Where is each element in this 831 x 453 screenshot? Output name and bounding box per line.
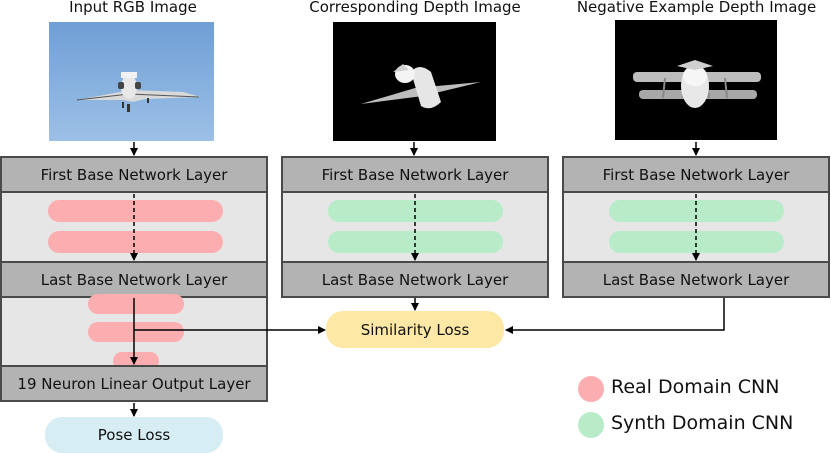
pose-loss: Pose Loss bbox=[45, 417, 223, 453]
legend-synth-label: Synth Domain CNN bbox=[611, 412, 794, 434]
title-corresponding-depth: Corresponding Depth Image bbox=[309, 0, 521, 16]
col1-last-layer: Last Base Network Layer bbox=[0, 261, 268, 298]
negative-depth-image bbox=[615, 20, 777, 140]
col2-synth-block-2 bbox=[328, 231, 503, 253]
col3-synth-block-2 bbox=[609, 231, 784, 253]
rgb-airplane-image bbox=[49, 22, 214, 141]
output-layer: 19 Neuron Linear Output Layer bbox=[0, 365, 268, 402]
col1-head-block-1 bbox=[88, 294, 184, 314]
col2-first-layer: First Base Network Layer bbox=[281, 156, 549, 193]
col1-first-layer: First Base Network Layer bbox=[0, 156, 268, 193]
col2-last-layer: Last Base Network Layer bbox=[281, 261, 549, 298]
legend-real-label: Real Domain CNN bbox=[611, 376, 780, 398]
col3-first-layer: First Base Network Layer bbox=[562, 156, 830, 193]
title-negative-depth: Negative Example Depth Image bbox=[576, 0, 817, 16]
title-input-rgb: Input RGB Image bbox=[69, 0, 197, 16]
similarity-loss: Similarity Loss bbox=[326, 311, 504, 348]
corresponding-depth-image bbox=[333, 22, 496, 141]
col1-real-block-1 bbox=[48, 200, 223, 222]
col1-head-block-2 bbox=[88, 322, 184, 342]
legend-real-swatch bbox=[578, 376, 604, 402]
col1-real-block-2 bbox=[48, 231, 223, 253]
legend-synth-swatch bbox=[578, 412, 604, 438]
col3-last-layer: Last Base Network Layer bbox=[562, 261, 830, 298]
